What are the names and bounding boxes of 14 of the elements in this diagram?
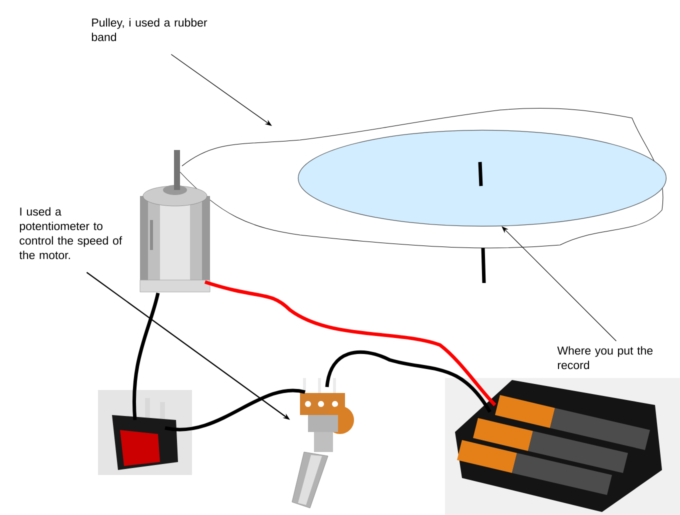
rubber-band — [180, 108, 664, 248]
wire — [325, 350, 492, 413]
note-text: Where you put the record — [557, 346, 653, 370]
wire — [132, 292, 160, 420]
wire — [164, 388, 306, 432]
potentiometer-drawing — [292, 378, 354, 508]
motor-drawing — [140, 150, 210, 292]
battery-holder-drawing — [445, 378, 680, 515]
note-text: Pulley, i used a rubber band — [92, 18, 208, 42]
leader-line — [170, 54, 272, 126]
note-text: I used a potentiometer to control the speed of the motor. — [19, 207, 122, 260]
wire — [204, 280, 496, 406]
switch-drawing — [98, 390, 192, 475]
record-platter — [298, 130, 666, 284]
